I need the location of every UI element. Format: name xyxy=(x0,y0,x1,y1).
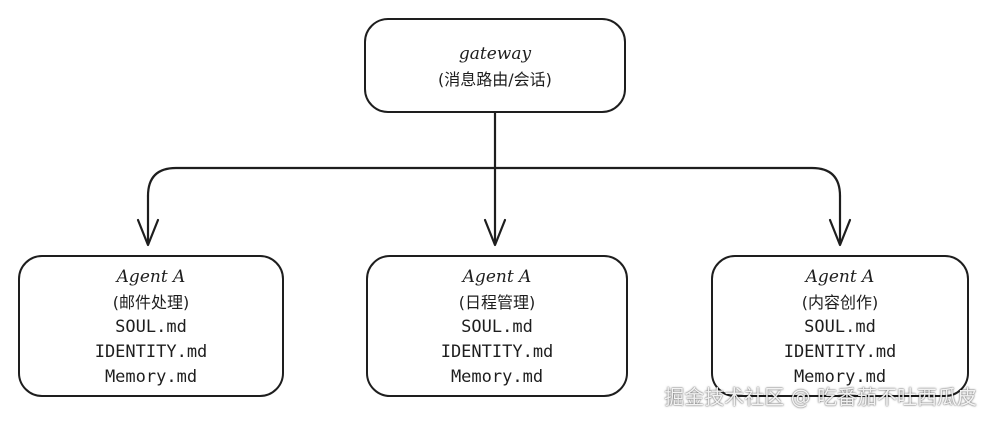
watermark: 掘金技术社区 @ 吃番茄不吐西瓜皮 xyxy=(664,385,977,409)
agent-file-soul: SOUL.md xyxy=(461,316,533,337)
agent-file-memory: Memory.md xyxy=(793,366,887,387)
agent-title: Agent A xyxy=(805,266,875,287)
agent-node-email: Agent A (邮件处理) SOUL.md IDENTITY.md Memor… xyxy=(18,255,284,397)
arrowhead-right xyxy=(828,218,852,247)
agent-file-soul: SOUL.md xyxy=(804,316,876,337)
arrowhead-left xyxy=(136,218,160,247)
agent-node-content: Agent A (内容创作) SOUL.md IDENTITY.md Memor… xyxy=(711,255,969,397)
agent-role: (内容创作) xyxy=(801,292,879,312)
gateway-subtitle: (消息路由/会话) xyxy=(438,69,552,89)
agent-file-identity: IDENTITY.md xyxy=(783,341,897,362)
gateway-title: gateway xyxy=(458,43,532,64)
agent-file-identity: IDENTITY.md xyxy=(94,341,208,362)
agent-node-schedule: Agent A (日程管理) SOUL.md IDENTITY.md Memor… xyxy=(366,255,628,397)
agent-role: (日程管理) xyxy=(458,292,536,312)
agent-title: Agent A xyxy=(462,266,532,287)
connector-bus xyxy=(146,166,842,198)
agent-file-soul: SOUL.md xyxy=(115,316,187,337)
agent-file-memory: Memory.md xyxy=(450,366,544,387)
gateway-node: gateway (消息路由/会话) xyxy=(364,18,626,113)
agent-file-memory: Memory.md xyxy=(104,366,198,387)
agent-file-identity: IDENTITY.md xyxy=(440,341,554,362)
agent-title: Agent A xyxy=(116,266,186,287)
arrowhead-middle xyxy=(483,218,507,247)
agent-role: (邮件处理) xyxy=(112,292,190,312)
